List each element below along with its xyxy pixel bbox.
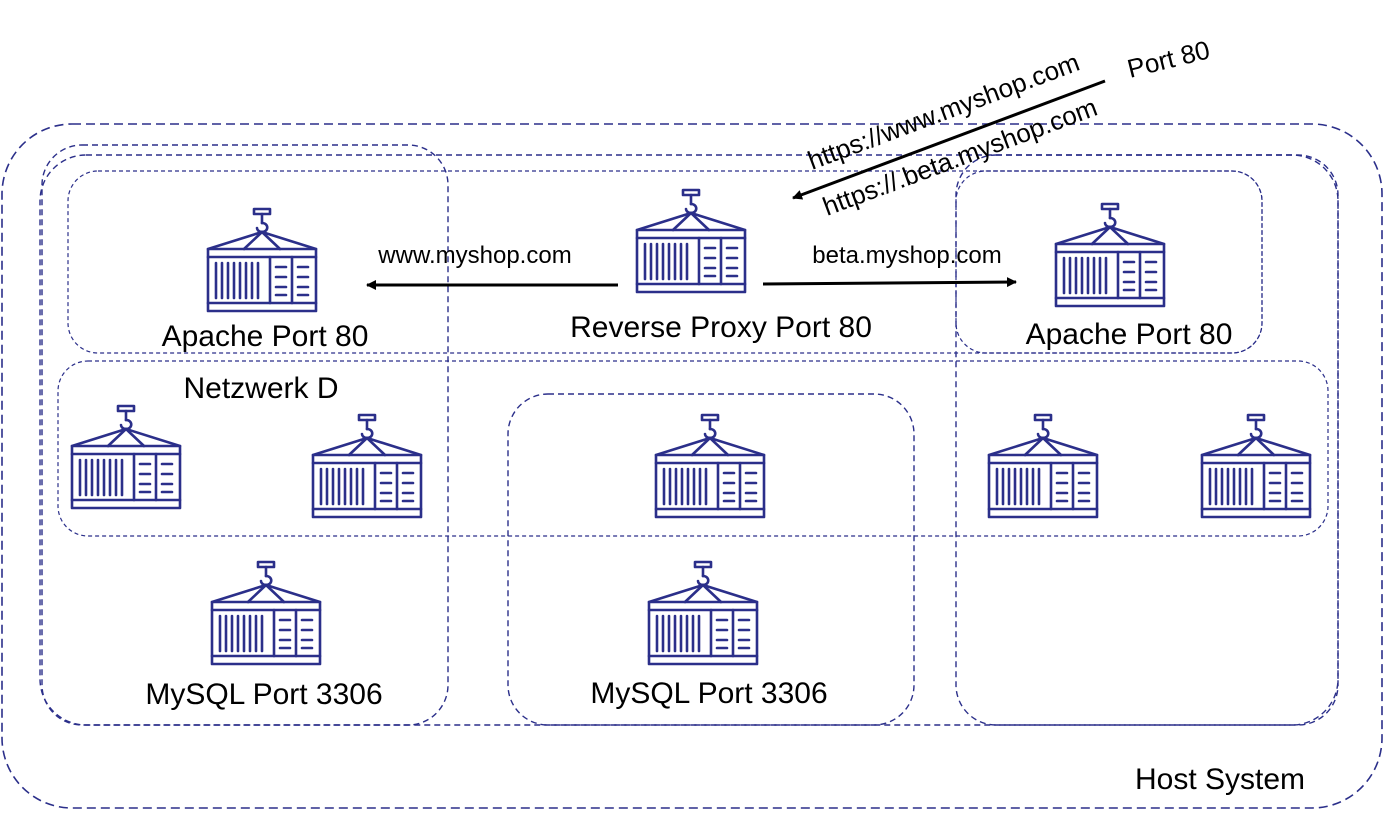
- apache-right-label: Apache Port 80: [1026, 318, 1233, 351]
- netzwerk-d-container-icon-4: [987, 413, 1099, 519]
- arrow-to-apache-right: [762, 277, 1017, 288]
- mysql-left-label: MySQL Port 3306: [145, 678, 382, 711]
- apache-right-container-icon: [1054, 202, 1166, 308]
- reverse-proxy-container-icon: [635, 188, 747, 294]
- right-host-region: [955, 154, 1339, 726]
- netzwerk-d-container-icon-3: [654, 413, 766, 519]
- netzwerk-d-container-icon-5: [1200, 413, 1312, 519]
- netzwerk-d-label: Netzwerk D: [183, 372, 338, 405]
- arrow-left-label: www.myshop.com: [377, 242, 571, 269]
- mysql-center-label: MySQL Port 3306: [590, 677, 827, 710]
- apache-left-container-icon: [206, 207, 318, 313]
- right-proxy-sub-boundary: [955, 170, 1263, 354]
- mysql-center-region: [507, 393, 915, 726]
- netzwerk-d-boundary: [57, 360, 1329, 537]
- center-host-region: [39, 154, 1339, 726]
- incoming-port-label: Port 80: [1124, 34, 1213, 83]
- proxy-network-boundary: [67, 170, 1263, 354]
- netzwerk-d-container-icon-1: [70, 404, 182, 510]
- apache-left-label: Apache Port 80: [162, 320, 369, 353]
- host-system-boundary: [1, 123, 1383, 809]
- reverse-proxy-label: Reverse Proxy Port 80: [570, 311, 872, 344]
- host-system-label: Host System: [1135, 763, 1305, 796]
- arrow-incoming-traffic: [792, 79, 1106, 200]
- mysql-center-container-icon: [647, 560, 759, 666]
- mysql-left-container-icon: [210, 560, 322, 666]
- arrow-right-label: beta.myshop.com: [812, 242, 1001, 269]
- netzwerk-d-container-icon-2: [311, 413, 423, 519]
